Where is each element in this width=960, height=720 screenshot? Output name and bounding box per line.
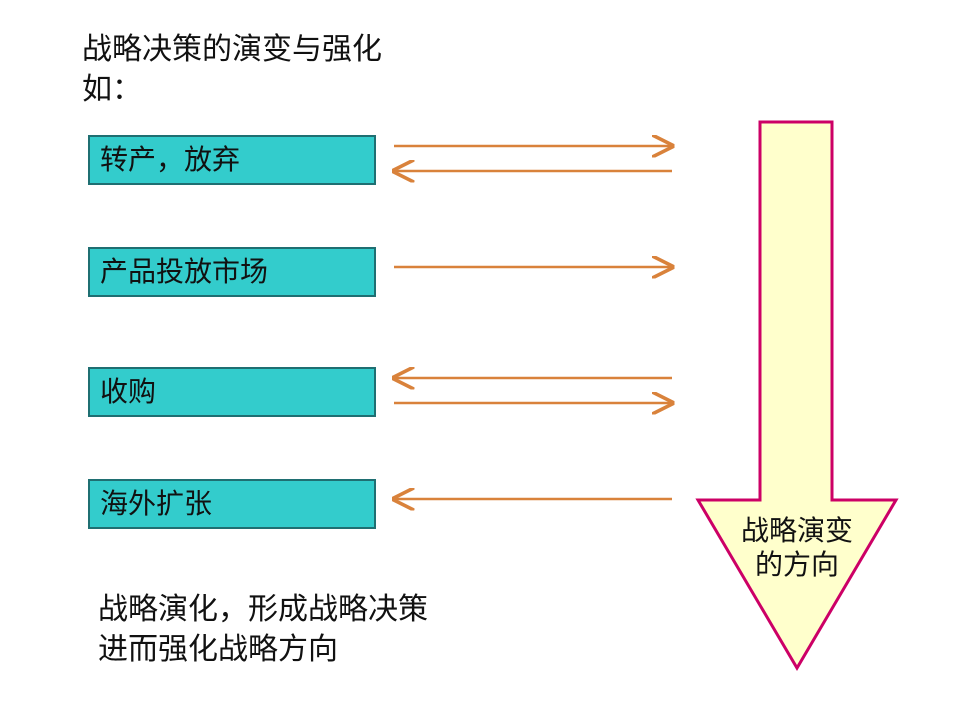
direction-arrow-label-line1: 战略演变 — [741, 514, 853, 547]
diagram-title-continuation: 如： — [82, 72, 142, 107]
decision-box-acquisition: 收购 — [88, 367, 376, 417]
decision-box-switch-abandon: 转产，放弃 — [88, 135, 376, 185]
conclusion-line1: 战略演化，形成战略决策 — [98, 592, 428, 627]
strategy-direction-arrow — [695, 120, 899, 671]
diagram-title: 战略决策的演变与强化 — [82, 32, 382, 67]
conclusion-line2: 进而强化战略方向 — [98, 632, 338, 667]
direction-arrow-label-line2: 的方向 — [755, 548, 839, 581]
decision-box-overseas-expansion: 海外扩张 — [88, 479, 376, 529]
decision-box-product-launch: 产品投放市场 — [88, 247, 376, 297]
